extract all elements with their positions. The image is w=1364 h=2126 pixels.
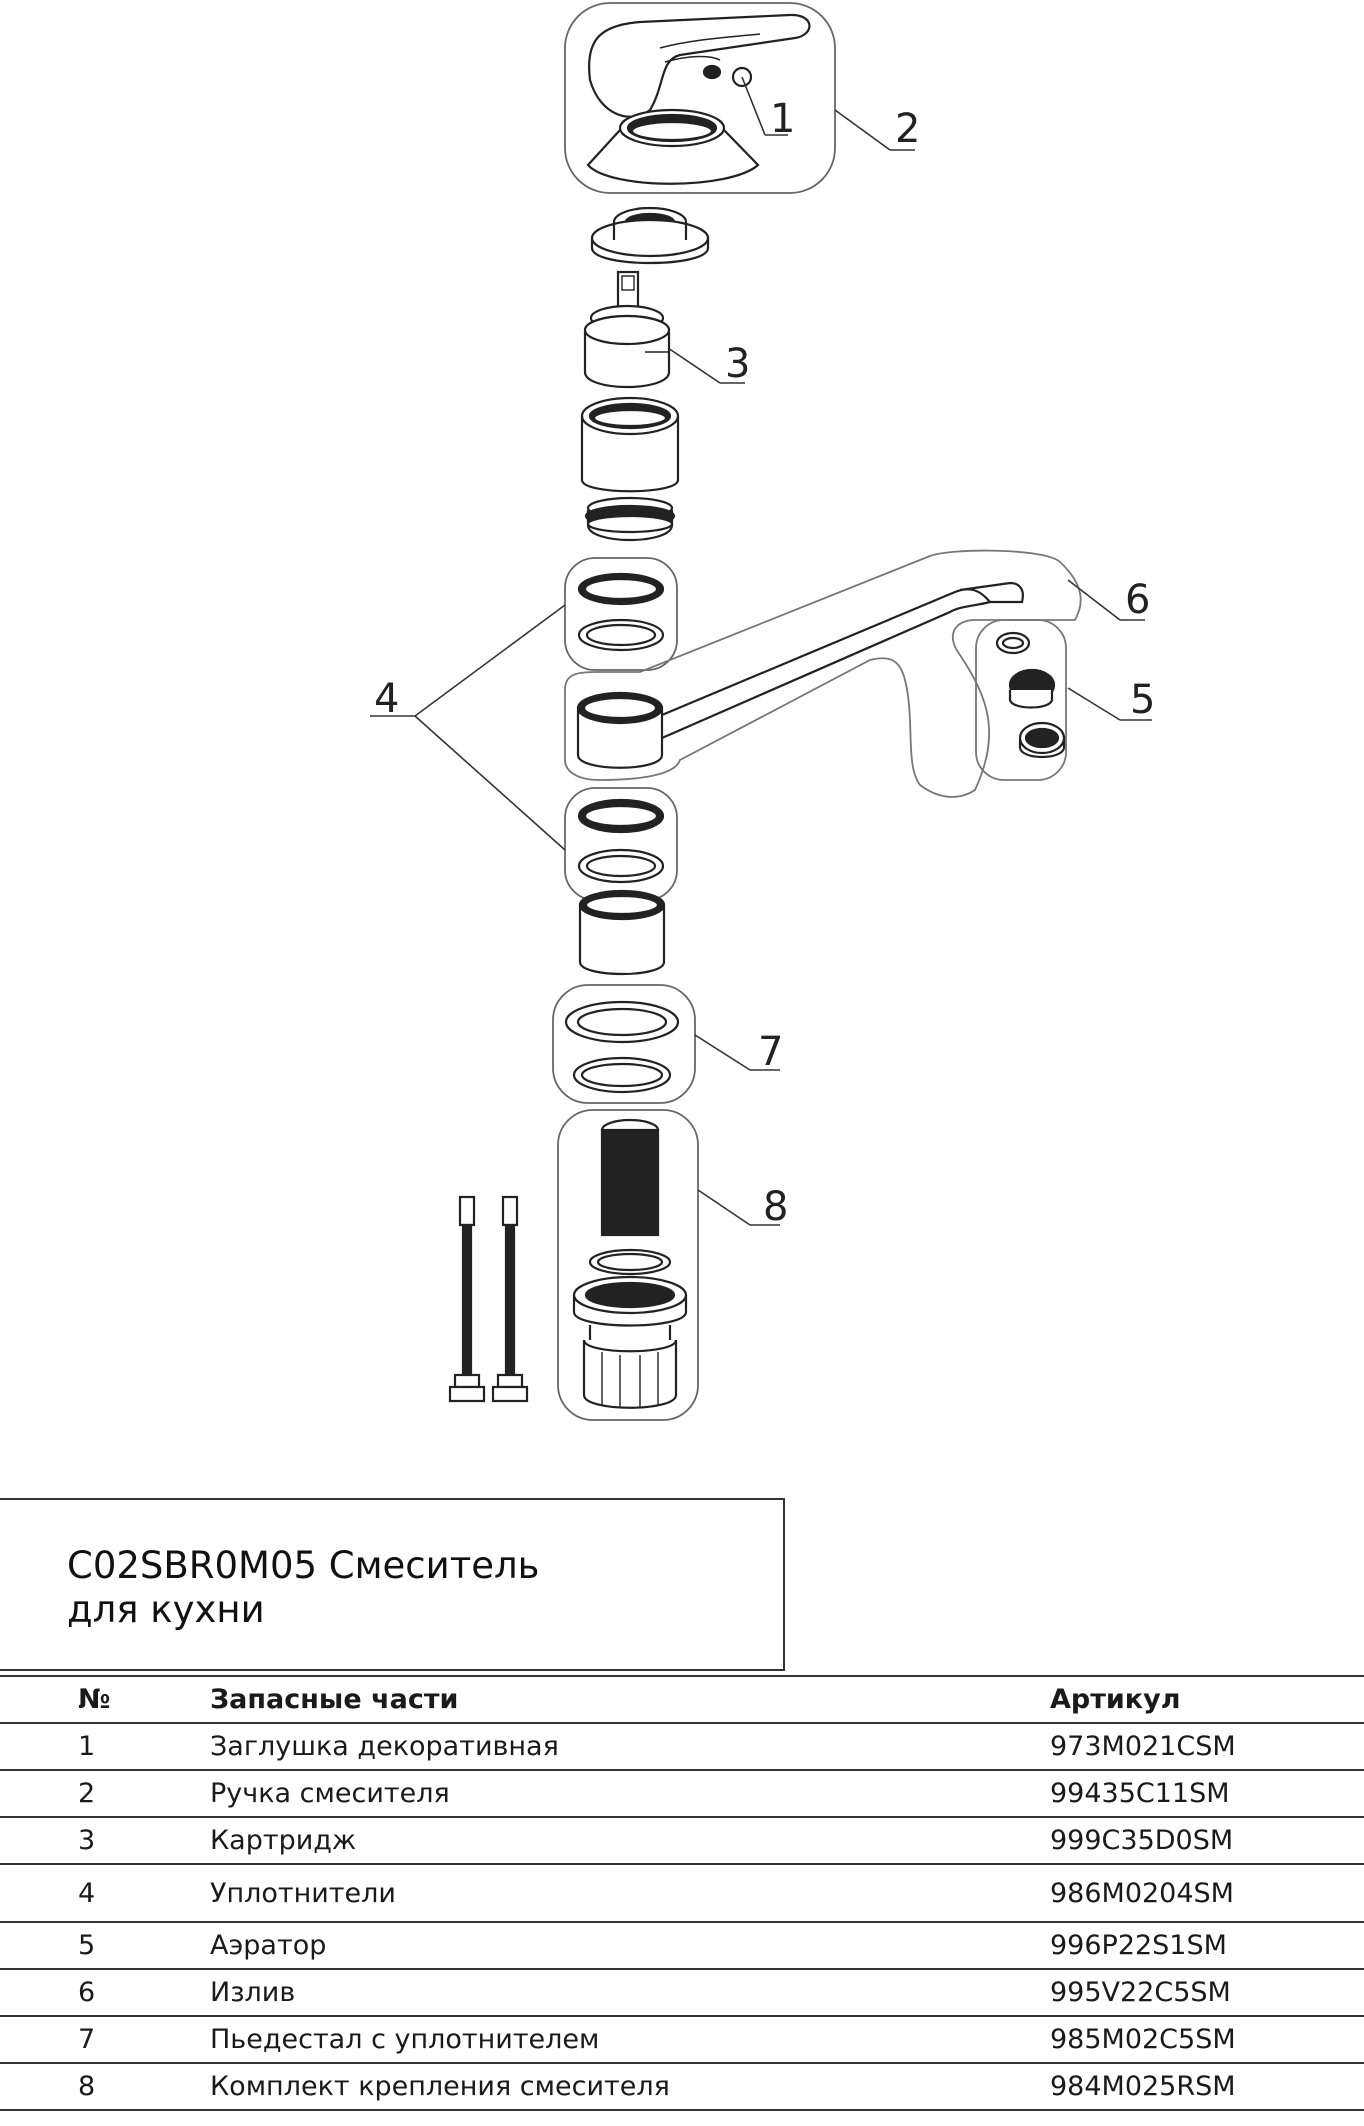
header-num: № xyxy=(0,1675,210,1724)
row-article: 99435C11SM xyxy=(1050,1769,1364,1818)
row-name: Пьедестал с уплотнителем xyxy=(210,2015,1050,2064)
cartridge xyxy=(583,270,671,389)
seals-lower xyxy=(564,787,678,976)
callout-2: 2 xyxy=(895,106,920,152)
callout-4: 4 xyxy=(374,676,399,722)
table-row: 6 Излив 995V22C5SM xyxy=(0,1968,1364,2017)
table-row: 2 Ручка смесителя 99435C11SM xyxy=(0,1769,1364,1818)
product-title: C02SBR0M05 Смеситель для кухни xyxy=(67,1544,540,1631)
row-num: 3 xyxy=(0,1816,210,1865)
callout-3: 3 xyxy=(725,341,750,387)
callout-7: 7 xyxy=(758,1029,783,1075)
row-num: 4 xyxy=(0,1863,210,1923)
row-name: Ручка смесителя xyxy=(210,1769,1050,1818)
row-num: 1 xyxy=(0,1722,210,1771)
row-name: Уплотнители xyxy=(210,1863,1050,1923)
row-article: 984M025RSM xyxy=(1050,2062,1364,2111)
row-article: 973M021CSM xyxy=(1050,1722,1364,1771)
row-name: Комплект крепления смесителя xyxy=(210,2062,1050,2111)
row-article: 996P22S1SM xyxy=(1050,1921,1364,1970)
header-name: Запасные части xyxy=(210,1675,1050,1724)
row-num: 6 xyxy=(0,1968,210,2017)
table-row: 1 Заглушка декоративная 973M021CSM xyxy=(0,1722,1364,1771)
row-name: Заглушка декоративная xyxy=(210,1722,1050,1771)
spare-parts-table: № Запасные части Артикул 1 Заглушка деко… xyxy=(0,1675,1364,2111)
pedestal xyxy=(552,984,696,1104)
row-num: 5 xyxy=(0,1921,210,1970)
spout xyxy=(564,549,1082,798)
flex-hoses xyxy=(448,1195,529,1403)
callout-8: 8 xyxy=(763,1184,788,1230)
table-row: 5 Аэратор 996P22S1SM xyxy=(0,1921,1364,1970)
row-article: 985M02C5SM xyxy=(1050,2015,1364,2064)
table-header-row: № Запасные части Артикул xyxy=(0,1675,1364,1724)
row-article: 999C35D0SM xyxy=(1050,1816,1364,1865)
table-row: 8 Комплект крепления смесителя 984M025RS… xyxy=(0,2062,1364,2111)
table-row: 7 Пьедестал с уплотнителем 985M02C5SM xyxy=(0,2015,1364,2064)
row-num: 8 xyxy=(0,2062,210,2111)
callout-6: 6 xyxy=(1125,577,1150,623)
cartridge-body xyxy=(580,396,680,542)
row-article: 995V22C5SM xyxy=(1050,1968,1364,2017)
table-row: 4 Уплотнители 986M0204SM xyxy=(0,1863,1364,1923)
nut xyxy=(590,206,710,265)
header-article: Артикул xyxy=(1050,1675,1364,1724)
handle-group xyxy=(564,2,836,194)
row-name: Картридж xyxy=(210,1816,1050,1865)
mounting-kit xyxy=(557,1109,699,1421)
seals-upper xyxy=(564,557,678,671)
row-num: 7 xyxy=(0,2015,210,2064)
row-article: 986M0204SM xyxy=(1050,1863,1364,1923)
table-row: 3 Картридж 999C35D0SM xyxy=(0,1816,1364,1865)
row-num: 2 xyxy=(0,1769,210,1818)
leader-lines xyxy=(370,76,1152,1226)
callout-1: 1 xyxy=(770,96,795,142)
row-name: Аэратор xyxy=(210,1921,1050,1970)
aerator xyxy=(975,619,1067,781)
row-name: Излив xyxy=(210,1968,1050,2017)
title-box: C02SBR0M05 Смеситель для кухни xyxy=(0,1498,785,1671)
callout-5: 5 xyxy=(1130,677,1155,723)
exploded-parts-diagram: 1 2 3 4 5 6 7 8 xyxy=(370,2,1155,1421)
